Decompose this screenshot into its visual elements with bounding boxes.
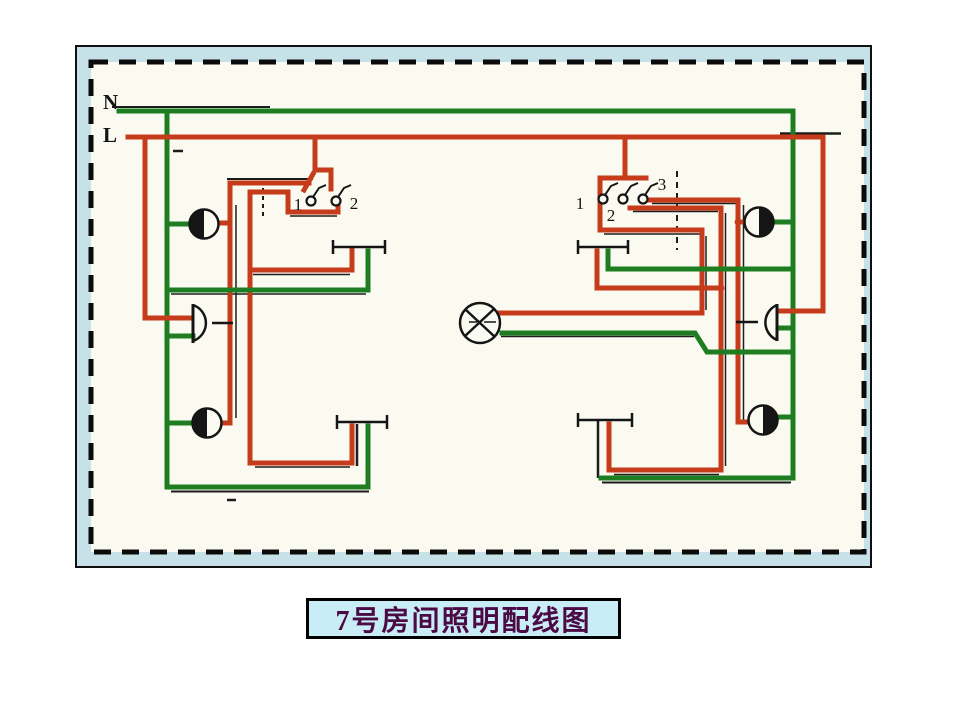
- socket-right-icon: [736, 303, 779, 342]
- switch-label-left-1: 1: [294, 195, 303, 214]
- live-wiring: [125, 134, 826, 473]
- neutral-wiring: [116, 108, 796, 490]
- diagram-labels: N L 1 2 1 2 3: [103, 90, 666, 225]
- neutral-bus-label: N: [103, 90, 118, 114]
- terminal-bar-right-bottom-icon: [576, 413, 634, 427]
- component-symbols: [188, 182, 779, 439]
- scan-artifact-lines: [112, 106, 841, 502]
- switch-group-left-icon: [305, 184, 352, 207]
- lamp-right-bottom-icon: [747, 404, 779, 436]
- switch-label-right-1: 1: [576, 194, 585, 213]
- caption-box: 7号房间照明配线图: [306, 598, 621, 639]
- terminal-bar-right-top-icon: [576, 240, 630, 254]
- caption-text: 7号房间照明配线图: [335, 605, 592, 637]
- switch-label-left-2: 2: [350, 194, 359, 213]
- live-bus-label: L: [103, 123, 117, 147]
- wire-crossover-patches: [220, 266, 755, 355]
- terminal-bar-left-bottom-icon: [335, 415, 389, 429]
- lamp-left-top-icon: [188, 208, 220, 240]
- lamp-right-top-icon: [743, 206, 775, 238]
- terminal-bar-left-top-icon: [331, 240, 387, 254]
- socket-left-icon: [191, 303, 233, 343]
- switch-label-right-2: 2: [607, 206, 616, 225]
- switch-label-right-3: 3: [658, 175, 667, 194]
- ceiling-lamp-icon: [458, 301, 502, 345]
- lamp-left-bottom-icon: [191, 407, 223, 439]
- dashed-border: [88, 59, 867, 555]
- switch-group-right-icon: [597, 182, 659, 205]
